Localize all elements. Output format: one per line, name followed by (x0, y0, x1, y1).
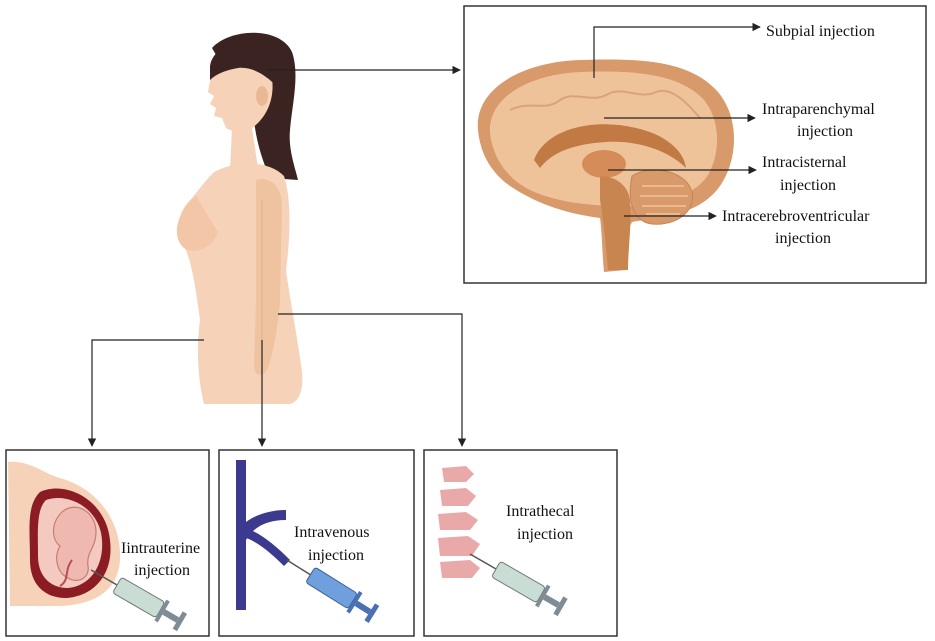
arm (254, 179, 282, 375)
vein-branch (246, 528, 290, 566)
umbilical-cord (59, 559, 73, 587)
vein-syringe (286, 559, 380, 623)
intrathecal-label-line2: injection (517, 526, 573, 543)
vertebra-5 (440, 560, 480, 578)
fetus (52, 506, 97, 581)
subpial-label: Subpial injection (766, 23, 875, 40)
intrauterine-label-line1: Iintrauterine (121, 540, 200, 557)
brain-illustration (477, 59, 734, 272)
subpial-connector (593, 22, 761, 78)
woman-figure (176, 32, 303, 404)
intravenous-label-line1: Intravenous (294, 524, 370, 541)
vertebra-3 (438, 512, 478, 530)
vertebra-4 (438, 536, 480, 556)
intracisternal-label-line2: injection (780, 177, 836, 194)
brainstem (600, 176, 631, 270)
spine-illustration (438, 466, 480, 578)
spine-syringe (469, 553, 568, 617)
intraparenchymal-label-line1: Intraparenchymal (762, 101, 875, 118)
breast (176, 196, 218, 251)
intracisternal-label-line1: Intracisternal (762, 154, 847, 171)
neck (230, 128, 258, 170)
abdomen-to-uterus-arrow (87, 339, 204, 447)
cerebellum-folia (640, 185, 688, 215)
vertebra-1 (442, 466, 474, 482)
vein-panel-box (218, 449, 415, 637)
back-to-spine-arrow (278, 313, 467, 447)
intravenous-label-line2: injection (308, 547, 364, 564)
icv-label-line2: injection (775, 230, 831, 247)
uterus-syringe (90, 569, 188, 632)
intrathecal-label-line1: Intrathecal (506, 503, 575, 520)
brain-gyri (509, 89, 701, 119)
thalamus (582, 150, 626, 178)
corpus-callosum (534, 124, 686, 168)
intraparenchymal-label-line2: injection (797, 123, 853, 140)
icv-label-line1: Intracerebroventricular (722, 208, 870, 225)
hair-front (210, 37, 293, 92)
vertebra-2 (440, 488, 476, 506)
ear (256, 86, 268, 106)
vein-illustration (236, 460, 290, 610)
intrauterine-label-line2: injection (134, 562, 190, 579)
